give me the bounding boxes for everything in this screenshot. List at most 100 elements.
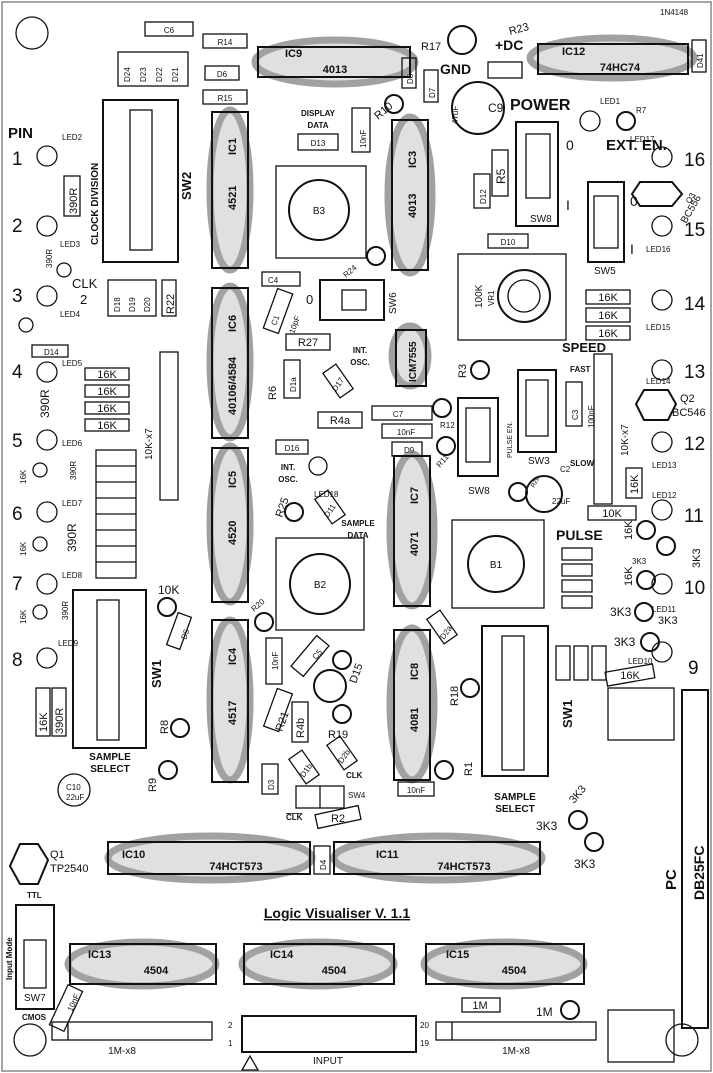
pin-number: 7: [12, 574, 23, 595]
svg-text:C3: C3: [571, 409, 580, 420]
r17-label: R17: [421, 41, 441, 53]
ic15: IC15 4504: [420, 938, 588, 990]
svg-text:1M-x8: 1M-x8: [502, 1046, 530, 1057]
svg-text:R5: R5: [494, 168, 508, 184]
c-10nf: [397, 781, 435, 797]
svg-text:D4: D4: [319, 859, 328, 870]
r2: [314, 804, 362, 830]
display-data-label: DISPLAY: [301, 109, 336, 118]
svg-text:100nF: 100nF: [587, 405, 596, 428]
ic4: IC4 4517: [206, 616, 254, 784]
svg-text:16K: 16K: [97, 420, 117, 432]
pad: [636, 570, 656, 590]
sw8-power-switch[interactable]: SW8: [515, 121, 559, 227]
svg-text:16K: 16K: [620, 670, 640, 682]
svg-text:3K3: 3K3: [658, 615, 678, 627]
block-b2: B2: [275, 537, 365, 631]
c7: [371, 405, 433, 421]
d3: [261, 763, 279, 795]
mounting-hole: [15, 16, 49, 50]
svg-text:SLOW: SLOW: [570, 459, 594, 468]
sw7-input-mode-switch[interactable]: TTL Input Mode SW7 CMOS: [5, 891, 55, 1022]
vr1-speed-potentiometer[interactable]: 100K VR1: [457, 253, 567, 341]
right-leds: LED16 LED15 LED14 LED13 LED12: [646, 146, 677, 663]
r10-pad: [384, 94, 404, 114]
r14-label: R14: [218, 38, 233, 47]
svg-text:4013: 4013: [407, 194, 419, 218]
svg-text:10K: 10K: [602, 508, 622, 520]
svg-text:CLK: CLK: [286, 813, 303, 822]
c3: [565, 381, 583, 427]
resistor-390r-label: 390R: [38, 389, 52, 418]
svg-text:4521: 4521: [227, 186, 239, 210]
sw5-ext-en-switch[interactable]: SW5: [587, 181, 625, 277]
svg-text:R1: R1: [463, 762, 475, 776]
db25-pc-connector: DB25FC PC: [607, 687, 709, 1063]
input-connector: 2 1 20 19 INPUT: [228, 1015, 429, 1071]
sw3-speed-switch[interactable]: SW3: [517, 369, 557, 467]
svg-text:D21: D21: [171, 67, 180, 82]
svg-text:D3: D3: [267, 779, 276, 790]
sw8-pulse-enable-switch[interactable]: SW8: [457, 397, 499, 497]
svg-text:LED6: LED6: [62, 439, 83, 448]
power-label: POWER: [510, 97, 571, 114]
svg-text:LED7: LED7: [62, 499, 83, 508]
svg-text:C10: C10: [66, 783, 81, 792]
clk-label: CLK: [72, 276, 98, 291]
svg-text:LED2: LED2: [62, 133, 83, 142]
svg-text:1M: 1M: [536, 1005, 553, 1019]
svg-text:D14: D14: [44, 348, 59, 357]
sw1-sample-select-left[interactable]: SW1 SAMPLE SELECT: [72, 589, 164, 775]
svg-text:16K: 16K: [623, 566, 635, 586]
svg-text:22uF: 22uF: [552, 497, 570, 506]
svg-text:SW8: SW8: [530, 214, 552, 225]
sw2-clock-division-switch[interactable]: CLOCK DIVISION SW2: [90, 99, 194, 263]
d2a: [425, 609, 459, 645]
pad: [656, 536, 676, 556]
diode-bank-d21-d24: D24 D23 D22 D21: [117, 51, 189, 87]
sw4-clk-switch[interactable]: SW4: [295, 785, 366, 809]
svg-text:TTL: TTL: [27, 891, 42, 900]
d41: [691, 39, 707, 73]
pin-number: 8: [12, 650, 23, 671]
pad: [157, 597, 177, 617]
svg-text:R20: R20: [250, 597, 267, 614]
led1: [579, 110, 601, 132]
svg-text:R21: R21: [274, 710, 292, 733]
svg-text:PULSE EN.: PULSE EN.: [507, 421, 514, 458]
pad: [332, 650, 352, 670]
svg-text:16K: 16K: [97, 386, 117, 398]
c6: [144, 21, 194, 37]
r15-label: R15: [218, 94, 233, 103]
d1b: [287, 749, 321, 785]
svg-text:SW5: SW5: [594, 266, 616, 277]
d16: [275, 439, 309, 455]
svg-text:R9: R9: [147, 778, 159, 792]
resistor-390r-label: 390R: [45, 249, 54, 268]
sw6-int-osc-switch[interactable]: SW6 INT. OSC.: [319, 279, 399, 367]
c5: [290, 634, 330, 678]
pad: [18, 317, 34, 333]
d14: [31, 344, 69, 358]
svg-text:CLOCK DIVISION: CLOCK DIVISION: [90, 163, 101, 245]
ic13: IC13 4504: [64, 938, 220, 990]
sw1-sample-select-right[interactable]: SW1 SAMPLE SELECT: [481, 625, 575, 815]
svg-text:47uF: 47uF: [451, 106, 460, 124]
svg-text:CLK: CLK: [346, 771, 363, 780]
r25-pad: [284, 502, 304, 522]
svg-text:SAMPLE: SAMPLE: [89, 752, 131, 763]
svg-text:R7: R7: [636, 106, 647, 115]
r20-pad: [254, 612, 274, 632]
svg-text:R4b: R4b: [295, 718, 307, 738]
svg-text:R22: R22: [165, 294, 177, 314]
pad: [170, 718, 190, 738]
ic6: IC6 40106/4584: [206, 282, 254, 442]
pad: [56, 262, 72, 278]
svg-text:LED15: LED15: [646, 323, 671, 332]
d6: [204, 65, 240, 81]
svg-text:D19: D19: [128, 297, 137, 312]
d11: [313, 489, 347, 525]
d7: [423, 69, 439, 103]
resistor-trio: [555, 645, 607, 681]
